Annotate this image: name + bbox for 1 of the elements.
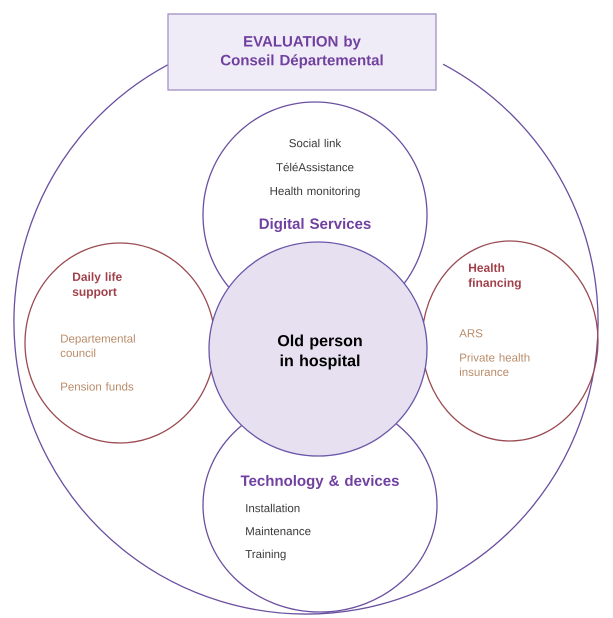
title-box: EVALUATION by Conseil Départemental (167, 13, 437, 91)
